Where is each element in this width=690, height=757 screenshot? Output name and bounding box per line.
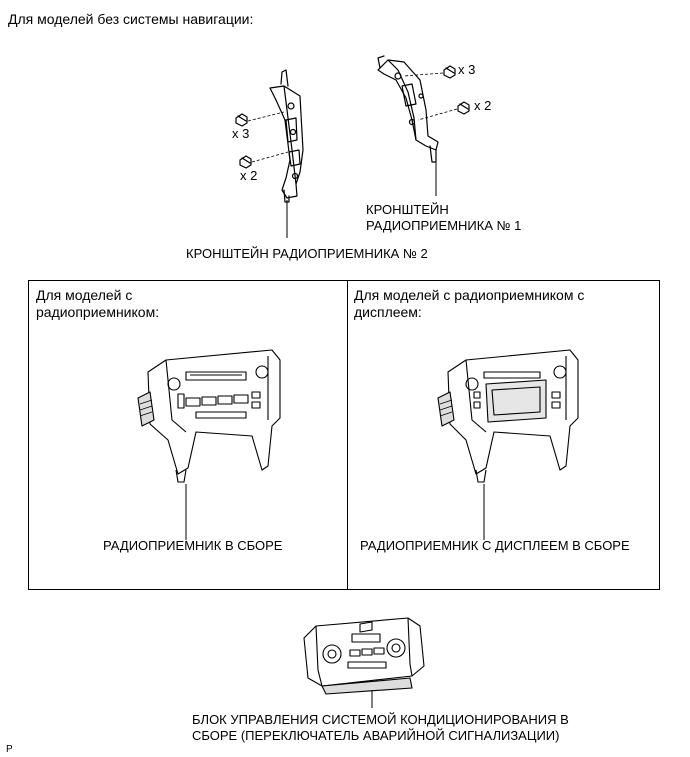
radio-display-assembly-label: РАДИОПРИЕМНИК С ДИСПЛЕЕМ В СБОРЕ	[360, 538, 630, 553]
corner-mark: P	[6, 744, 13, 755]
ac-control-label-line2: СБОРЕ (ПЕРЕКЛЮЧАТЕЛЬ АВАРИЙНОЙ СИГНАЛИЗА…	[192, 728, 560, 743]
ac-control-label-line1: БЛОК УПРАВЛЕНИЯ СИСТЕМОЙ КОНДИЦИОНИРОВАН…	[192, 712, 569, 727]
ac-control-illustration	[303, 617, 425, 695]
bracket-1-bolt-count-upper: x 3	[458, 62, 476, 77]
panel-radio-display-title-line1: Для моделей с радиоприемником с	[354, 287, 585, 303]
bracket-1-upper-bolt	[443, 65, 456, 79]
bracket-2-bolt-count-lower: x 2	[240, 168, 258, 183]
radio-assembly-illustration	[137, 349, 281, 483]
bracket-1-label-line1: КРОНШТЕЙН	[366, 202, 449, 217]
bracket-1-illustration	[377, 55, 470, 163]
bracket-2-bolt-count-upper: x 3	[232, 126, 250, 141]
bracket-1-bolt-count-lower: x 2	[474, 98, 492, 113]
bracket-2-lower-bolt	[239, 155, 252, 169]
bracket-2-illustration	[235, 69, 304, 203]
bracket-1-lower-bolt	[457, 101, 470, 115]
panel-radio-display	[347, 280, 660, 590]
panel-radio-title-line1: Для моделей с	[36, 287, 133, 303]
panel-radio-display-title-line2: дисплеем:	[354, 304, 422, 320]
bracket-1-label-line2: РАДИОПРИЕМНИКА № 1	[366, 218, 522, 233]
bracket-2-label: КРОНШТЕЙН РАДИОПРИЕМНИКА № 2	[186, 246, 428, 261]
radio-assembly-label: РАДИОПРИЕМНИК В СБОРЕ	[103, 538, 283, 553]
panel-radio-title-line2: радиоприемником:	[36, 304, 160, 320]
bracket-2-upper-bolt	[235, 113, 248, 127]
radio-display-illustration	[437, 349, 579, 483]
page-heading: Для моделей без системы навигации:	[8, 11, 254, 27]
